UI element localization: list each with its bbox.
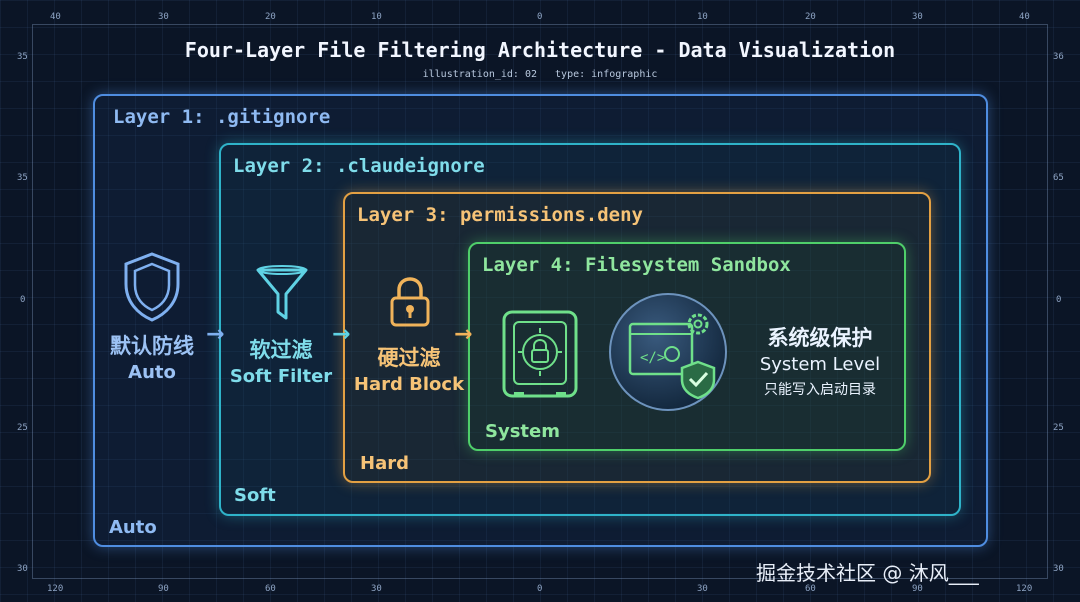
- layer-4-title: Layer 4: Filesystem Sandbox: [482, 254, 791, 276]
- flow-arrow-1: →: [206, 322, 225, 347]
- stage-soft: 软过滤 Soft Filter: [222, 334, 340, 387]
- funnel-icon: [256, 265, 308, 320]
- system-level-cn: 系统级保护: [767, 326, 873, 350]
- tick-label: 30: [17, 564, 28, 574]
- tick-label: 10: [371, 12, 382, 22]
- illustration-type: type: infographic: [555, 69, 658, 80]
- tick-label: 25: [1053, 423, 1064, 433]
- tick-label: 0: [537, 584, 543, 594]
- flow-arrow-3: →: [454, 322, 473, 347]
- shield-icon: [124, 252, 180, 322]
- flow-arrow-2: →: [332, 322, 351, 347]
- layer-2-footer: Soft: [234, 485, 276, 506]
- system-level-block: 系统级保护 System Level 只能写入启动目录: [746, 322, 894, 399]
- tick-label: 0: [537, 12, 543, 22]
- tick-label: 30: [1053, 564, 1064, 574]
- layer-4-footer: System: [485, 421, 560, 442]
- system-level-note: 只能写入启动目录: [764, 382, 876, 398]
- tick-label: 25: [17, 423, 28, 433]
- stage-auto-cn: 默认防线: [110, 334, 194, 358]
- stage-hard-en: Hard Block: [353, 374, 465, 395]
- tick-label: 36: [1053, 52, 1064, 62]
- stage-soft-cn: 软过滤: [249, 338, 313, 362]
- tick-label: 120: [47, 584, 64, 594]
- tick-label: 35: [17, 173, 28, 183]
- tick-label: 10: [697, 12, 708, 22]
- diagram-subtitle: illustration_id: 02 type: infographic: [0, 69, 1080, 80]
- tick-label: 35: [17, 52, 28, 62]
- layer-1-title: Layer 1: .gitignore: [113, 106, 331, 128]
- diagram-title: Four-Layer File Filtering Architecture -…: [184, 38, 896, 62]
- svg-text:</>: </>: [640, 350, 665, 366]
- illustration-id: illustration_id: 02: [422, 69, 537, 80]
- system-level-en: System Level: [759, 354, 881, 375]
- stage-auto: 默认防线 Auto: [96, 330, 208, 383]
- tick-label: 20: [805, 12, 816, 22]
- layer-2-title: Layer 2: .claudeignore: [233, 155, 485, 177]
- tick-label: 30: [158, 12, 169, 22]
- axis-frame: [32, 24, 1048, 579]
- tick-label: 60: [265, 584, 276, 594]
- stage-hard: 硬过滤 Hard Block: [350, 342, 468, 395]
- tick-label: 30: [371, 584, 382, 594]
- tick-label: 90: [912, 584, 923, 594]
- layer-2-box: [219, 143, 961, 516]
- tick-label: 40: [1019, 12, 1030, 22]
- safe-icon: [502, 310, 578, 398]
- layer-1-box: [93, 94, 988, 547]
- tick-label: 40: [50, 12, 61, 22]
- watermark: 掘金技术社区 @ 沐风___: [756, 561, 979, 585]
- tick-label: 60: [805, 584, 816, 594]
- tick-label: 0: [1056, 295, 1062, 305]
- tick-label: 20: [265, 12, 276, 22]
- code-window-gear-shield-icon: </>: [609, 293, 727, 411]
- stage-soft-en: Soft Filter: [229, 366, 333, 387]
- tick-label: 0: [20, 295, 26, 305]
- lock-icon: [390, 277, 430, 327]
- tick-label: 30: [697, 584, 708, 594]
- layer-3-footer: Hard: [360, 453, 409, 474]
- layer-3-title: Layer 3: permissions.deny: [357, 204, 643, 226]
- tick-label: 120: [1016, 584, 1033, 594]
- tick-label: 30: [912, 12, 923, 22]
- tick-label: 65: [1053, 173, 1064, 183]
- tick-label: 90: [158, 584, 169, 594]
- stage-hard-cn: 硬过滤: [377, 346, 441, 370]
- layer-1-footer: Auto: [109, 517, 157, 538]
- stage-auto-en: Auto: [128, 362, 176, 383]
